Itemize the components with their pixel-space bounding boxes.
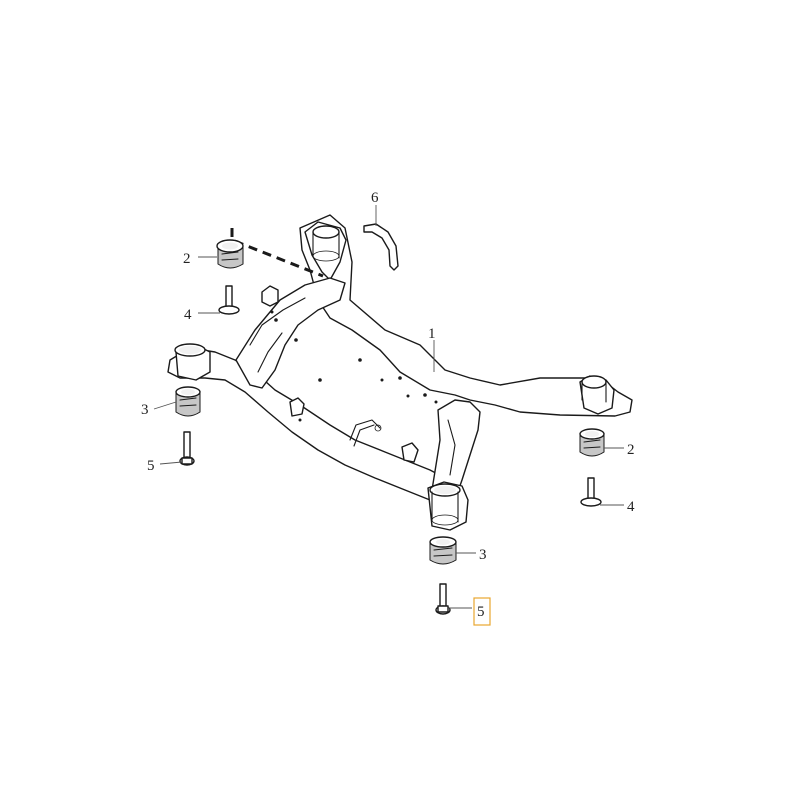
part-6-bent-pipe (363, 223, 399, 271)
leader-lines (153, 205, 624, 609)
callout-5-right[interactable]: 5 (477, 604, 485, 620)
callout-5-highlight-box[interactable] (473, 597, 491, 626)
callout-1: 1 (428, 326, 436, 342)
bolt-upper-left (218, 285, 240, 315)
bushing-upper-left (216, 239, 244, 269)
bolt-upper-right (580, 477, 602, 507)
callout-4-left: 4 (184, 307, 192, 323)
bushing-lower-right (429, 536, 457, 565)
bushing-upper-right (579, 428, 605, 457)
bolt-lower-left (179, 431, 195, 466)
callout-2-left: 2 (183, 251, 191, 267)
callout-2-right: 2 (627, 442, 635, 458)
bolt-lower-right (435, 583, 451, 615)
callout-3-right: 3 (479, 547, 487, 563)
alignment-dash-line (230, 228, 324, 278)
callout-6: 6 (371, 190, 379, 206)
callout-4-right: 4 (627, 499, 635, 515)
callout-3-left: 3 (141, 402, 149, 418)
bushing-middle-left (175, 386, 201, 417)
callout-5-left: 5 (147, 458, 155, 474)
subframe-crossmember (167, 214, 633, 531)
